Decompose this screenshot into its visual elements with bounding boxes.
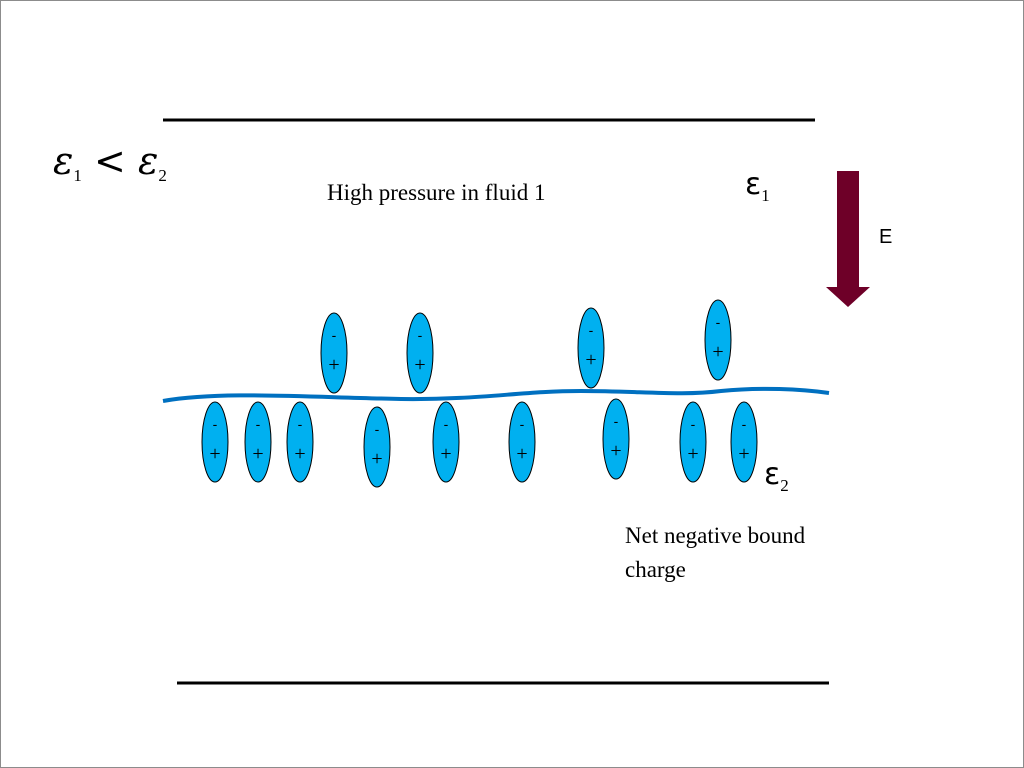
positive-charge-sign: + [687, 443, 698, 465]
dipole: -+ [704, 299, 732, 381]
negative-charge-sign: - [213, 416, 218, 432]
positive-charge-sign: + [328, 354, 339, 376]
dipole: -+ [432, 401, 460, 483]
field-label: E [879, 226, 893, 248]
positive-charge-sign: + [585, 349, 596, 371]
negative-charge-sign: - [589, 322, 594, 338]
negative-charge-sign: - [256, 416, 261, 432]
fluid-interface [162, 386, 830, 403]
dipole-body [201, 401, 229, 483]
dipole: -+ [201, 401, 229, 483]
dipole: -+ [244, 401, 272, 483]
negative-charge-sign: - [332, 327, 337, 343]
dipole: -+ [508, 401, 536, 483]
positive-charge-sign: + [294, 443, 305, 465]
positive-charge-sign: + [738, 443, 749, 465]
dipole-body [320, 312, 348, 394]
dipole-body [508, 401, 536, 483]
dipole-body [704, 299, 732, 381]
dipole: -+ [286, 401, 314, 483]
negative-charge-sign: - [444, 416, 449, 432]
negative-charge-sign: - [375, 421, 380, 437]
negative-charge-sign: - [418, 327, 423, 343]
dipole: -+ [730, 401, 758, 483]
epsilon-1-label: ε1 [745, 167, 770, 205]
dipole-body [406, 312, 434, 394]
negative-charge-sign: - [614, 413, 619, 429]
dipole: -+ [577, 307, 605, 389]
permittivity-inequality: ε1 < ε2 [53, 139, 167, 185]
positive-charge-sign: + [371, 448, 382, 470]
dipole-body [602, 398, 630, 480]
negative-charge-sign: - [298, 416, 303, 432]
positive-charge-sign: + [440, 443, 451, 465]
negative-charge-sign: - [691, 416, 696, 432]
dipole: -+ [406, 312, 434, 394]
dipole-body [679, 401, 707, 483]
positive-charge-sign: + [209, 443, 220, 465]
dipole-body [730, 401, 758, 483]
dipole-group: -+-+-+-+-+-+-+-+-+-+-+-+-+ [201, 299, 758, 488]
dipole-body [577, 307, 605, 389]
dipole: -+ [679, 401, 707, 483]
positive-charge-sign: + [414, 354, 425, 376]
negative-charge-sign: - [716, 314, 721, 330]
dipole-body [244, 401, 272, 483]
negative-charge-sign: - [520, 416, 525, 432]
dipole-body [286, 401, 314, 483]
positive-charge-sign: + [610, 440, 621, 462]
positive-charge-sign: + [252, 443, 263, 465]
epsilon-2-label: ε2 [764, 457, 789, 495]
dipole: -+ [602, 398, 630, 480]
net-negative-charge-caption: Net negative bound charge [625, 523, 806, 582]
dipole: -+ [320, 312, 348, 394]
dipole-body [432, 401, 460, 483]
dipole-body [363, 406, 391, 488]
field-down-arrow-icon [826, 171, 870, 307]
negative-charge-sign: - [742, 416, 747, 432]
positive-charge-sign: + [516, 443, 527, 465]
high-pressure-caption: High pressure in fluid 1 [327, 180, 546, 205]
dipole: -+ [363, 406, 391, 488]
positive-charge-sign: + [712, 341, 723, 363]
